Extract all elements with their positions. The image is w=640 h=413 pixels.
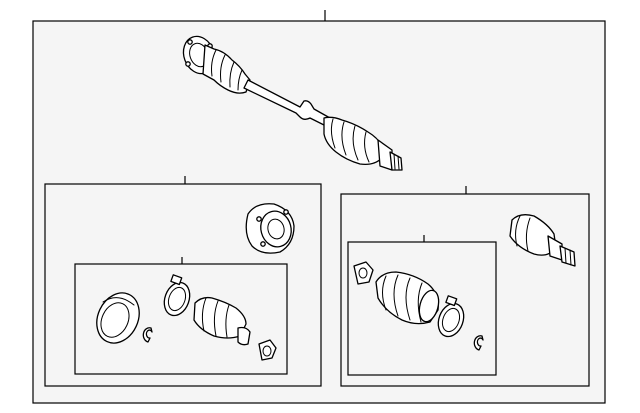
outer-joint-boot <box>193 296 251 346</box>
inner-boot-clamp-large <box>437 295 465 338</box>
snap-ring <box>142 327 153 343</box>
dust-cover <box>96 292 140 344</box>
inner-cv-joint <box>509 214 576 267</box>
inner-boot-clamp-small <box>353 261 374 285</box>
inner-joint-boot <box>375 271 440 325</box>
flange-cv-joint <box>245 203 295 254</box>
inner-snap-ring <box>473 335 484 351</box>
boot-clamp-small <box>258 339 277 361</box>
axle-shaft-assembly <box>182 35 403 171</box>
boot-clamp-large <box>163 274 191 317</box>
